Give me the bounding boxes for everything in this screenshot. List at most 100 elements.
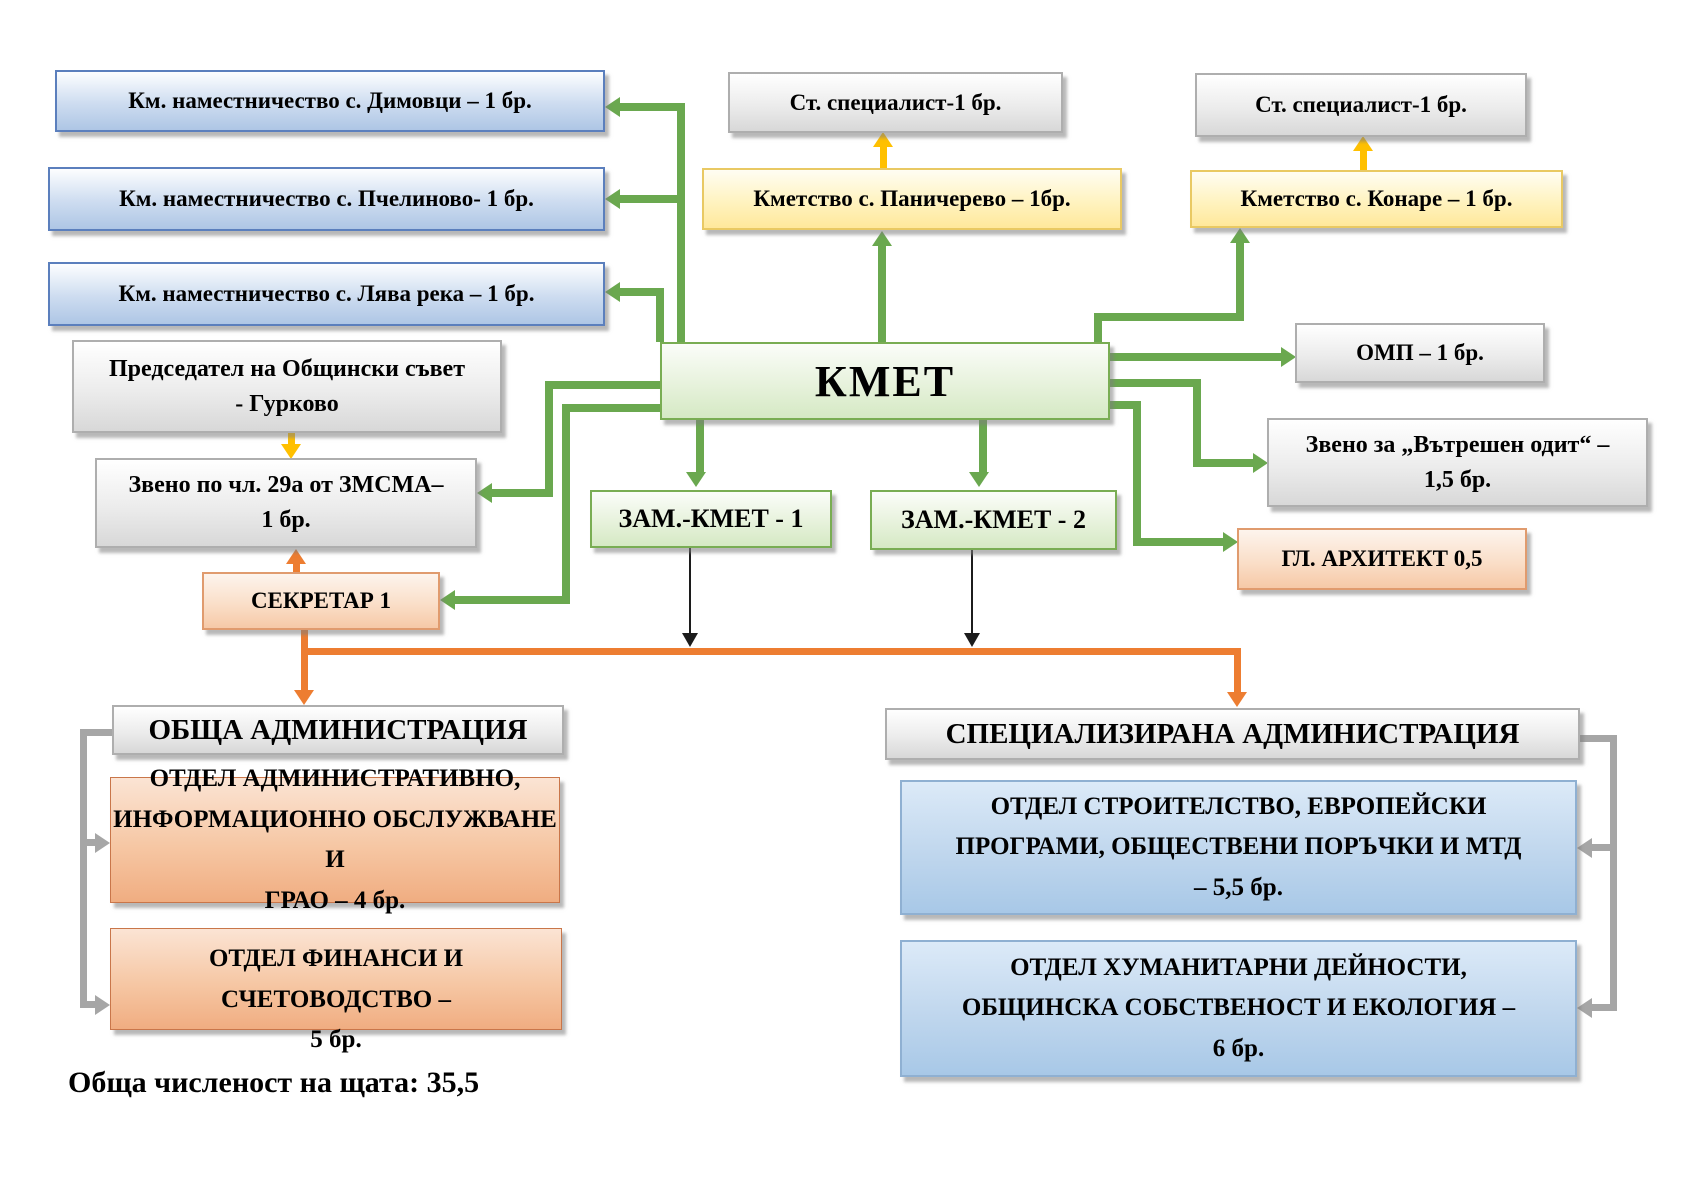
- arrowhead-to-konare: [1230, 228, 1250, 243]
- box-kmetstvo-panicherevo: Кметство с. Паничерево – 1бр.: [702, 168, 1122, 230]
- arrowhead-to-spec-admin: [1227, 692, 1247, 707]
- box-label: Ст. специалист-1 бр.: [789, 89, 1002, 115]
- connector-spec-otdel-stroitelstvo: [1591, 844, 1610, 851]
- arrowhead-predsedatel-zveno29a: [281, 444, 301, 459]
- arrowhead-to-dimovtsi: [605, 97, 620, 117]
- box-label-line: ОТДЕЛ ФИНАНСИ И СЧЕТОВОДСТВО –: [208, 945, 464, 1013]
- box-label-line: ИНФОРМАЦИОННО ОБСЛУЖВАНЕ И: [113, 805, 557, 874]
- box-label-line: ОТДЕЛ ХУМАНИТАРНИ ДЕЙНОСТИ,: [1010, 953, 1467, 981]
- box-st-specialist-konare: Ст. специалист-1 бр.: [1195, 73, 1527, 137]
- connector-kmet-arhitekt: [1133, 538, 1223, 546]
- box-zveno-vatreshen-odit: Звено за „Вътрешен одит“ – 1,5 бр.: [1267, 418, 1648, 507]
- arrowhead-to-odit: [1253, 453, 1268, 473]
- connector-panicherevo-stspecialist: [880, 146, 887, 168]
- arrowhead-to-lyava-reka: [605, 282, 620, 302]
- box-kmet: КМЕТ: [660, 342, 1110, 420]
- connector-kmet-zam2: [979, 420, 987, 473]
- box-label: ЗАМ.-КМЕТ - 2: [901, 505, 1086, 534]
- arrowhead-to-obshta-admin: [294, 690, 314, 705]
- box-otdel-humanitarni: ОТДЕЛ ХУМАНИТАРНИ ДЕЙНОСТИ, ОБЩИНСКА СОБ…: [900, 940, 1577, 1077]
- arrowhead-to-otdel-admin: [95, 833, 110, 853]
- arrowhead-sekretar-zveno29a: [286, 549, 306, 564]
- arrowhead-to-otdel-finansi: [95, 995, 110, 1015]
- connector-trunk-spec-drop: [1234, 648, 1241, 693]
- arrowhead-konare-stspecialist: [1353, 136, 1373, 151]
- box-gl-arhitekt: ГЛ. АРХИТЕКТ 0,5: [1237, 528, 1527, 590]
- box-omp: ОМП – 1 бр.: [1295, 323, 1545, 383]
- connector-admin-trunk: [301, 648, 1241, 655]
- connector-kmet-zveno29a: [491, 489, 553, 497]
- box-label: ГЛ. АРХИТЕКТ 0,5: [1281, 546, 1483, 571]
- connector-kmet-sekretar-drop: [562, 404, 570, 604]
- box-label: Км. наместничество с. Пчелиново- 1 бр.: [119, 186, 534, 211]
- connector-kmet-panicherevo: [878, 245, 886, 342]
- arrowhead-zam1-down: [682, 633, 698, 647]
- box-spetsializirana-administratsia-header: СПЕЦИАЛИЗИРАНА АДМИНИСТРАЦИЯ: [885, 708, 1580, 760]
- connector-obshta-side-stub: [80, 729, 112, 736]
- box-label: ОБЩА АДМИНИСТРАЦИЯ: [148, 713, 528, 746]
- box-zam-kmet-1: ЗАМ.-КМЕТ - 1: [590, 490, 832, 548]
- box-km-namestnichestvo-dimovtsi: Км. наместничество с. Димовци – 1 бр.: [55, 70, 605, 132]
- connector-kmet-odit-stub: [1110, 379, 1201, 387]
- connector-obshta-otdel-finansi: [80, 1001, 96, 1008]
- box-label: ЗАМ.-КМЕТ - 1: [618, 504, 804, 533]
- arrowhead-panicherevo-stspecialist: [873, 132, 893, 147]
- box-km-namestnichestvo-lyava-reka: Км. наместничество с. Лява река – 1 бр.: [48, 262, 605, 326]
- box-label-line: ПРОГРАМИ, ОБЩЕСТВЕНИ ПОРЪЧКИ И МТД: [955, 833, 1522, 861]
- connector-kmet-sekretar: [454, 596, 570, 604]
- connector-sekretar-down: [301, 630, 308, 692]
- box-predsedatel-obshtinski-savet: Председател на Общински съвет - Гурково: [72, 340, 502, 433]
- box-label: Кметство с. Конаре – 1 бр.: [1240, 186, 1513, 211]
- connector-zam2-down: [971, 550, 973, 634]
- connector-kmet-arhitekt-stub: [1110, 401, 1141, 409]
- arrowhead-to-pchelinovo: [605, 189, 620, 209]
- box-otdel-stroitelstvo: ОТДЕЛ СТРОИТЕЛСТВО, ЕВРОПЕЙСКИ ПРОГРАМИ,…: [900, 780, 1577, 915]
- box-label-line: - Гурково: [235, 390, 339, 417]
- box-label-line: ОТДЕЛ АДМИНИСТРАТИВНО,: [149, 765, 521, 792]
- box-label-line: ОБЩИНСКА СОБСТВЕНОСТ И ЕКОЛОГИЯ –: [961, 994, 1516, 1022]
- arrowhead-to-otdel-stroitelstvo: [1577, 838, 1592, 858]
- box-label: Ст. специалист-1 бр.: [1255, 92, 1467, 117]
- box-label-line: 5 бр.: [310, 1026, 362, 1053]
- connector-kmet-north-riser: [677, 103, 685, 342]
- total-staff-note: Обща численост на щата: 35,5: [68, 1066, 480, 1099]
- box-label: Км. наместничество с. Димовци – 1 бр.: [128, 88, 532, 113]
- connector-kmet-omp: [1110, 353, 1281, 361]
- box-kmetstvo-konare: Кметство с. Конаре – 1 бр.: [1190, 170, 1563, 228]
- connector-kmet-dimovtsi: [619, 103, 685, 111]
- box-label-line: ОТДЕЛ СТРОИТЕЛСТВО, ЕВРОПЕЙСКИ: [990, 792, 1487, 820]
- box-label-line: 1 бр.: [261, 507, 311, 533]
- box-label-line: – 5,5 бр.: [1194, 873, 1283, 901]
- connector-kmet-konare-stub: [1094, 313, 1102, 342]
- connector-konare-stspecialist: [1360, 150, 1367, 170]
- box-label-line: ГРАО – 4 бр.: [264, 886, 406, 914]
- box-zam-kmet-2: ЗАМ.-КМЕТ - 2: [870, 490, 1117, 550]
- box-label: СПЕЦИАЛИЗИРАНА АДМИНИСТРАЦИЯ: [945, 717, 1520, 750]
- arrowhead-to-arhitekt: [1223, 532, 1238, 552]
- box-obshta-administratsia-header: ОБЩА АДМИНИСТРАЦИЯ: [112, 705, 564, 755]
- arrowhead-to-zam2: [969, 472, 989, 487]
- connector-zam1-down: [689, 548, 691, 634]
- box-km-namestnichestvo-pchelinovo: Км. наместничество с. Пчелиново- 1 бр.: [48, 167, 605, 231]
- arrowhead-to-otdel-humanitarni: [1577, 998, 1592, 1018]
- arrowhead-to-omp: [1281, 347, 1296, 367]
- connector-kmet-arhitekt-drop: [1133, 401, 1141, 546]
- connector-spec-side-stub: [1580, 735, 1617, 742]
- box-zveno-chl-29a-zmsma: Звено по чл. 29а от ЗМСМА– 1 бр.: [95, 458, 477, 548]
- connector-kmet-sekretar-stub: [562, 404, 660, 412]
- box-otdel-finansi: ОТДЕЛ ФИНАНСИ И СЧЕТОВОДСТВО – 5 бр.: [110, 928, 562, 1053]
- arrowhead-to-zveno29a: [477, 483, 492, 503]
- arrowhead-zam2-down: [964, 633, 980, 647]
- box-label: Км. наместничество с. Лява река – 1 бр.: [118, 281, 535, 306]
- connector-kmet-pchelinovo: [619, 195, 685, 203]
- box-label-line: Звено по чл. 29а от ЗМСМА–: [128, 472, 444, 499]
- box-label-line: Председател на Общински съвет: [109, 355, 465, 382]
- connector-kmet-konare-riser: [1236, 242, 1244, 317]
- box-sekretar: СЕКРЕТАР 1: [202, 572, 440, 630]
- connector-kmet-lyava-riser: [656, 288, 664, 342]
- connector-predsedatel-zveno29a: [288, 433, 295, 445]
- box-label-line: Звено за „Вътрешен одит“ –: [1305, 431, 1610, 458]
- arrowhead-to-zam1: [686, 472, 706, 487]
- arrowhead-to-panicherevo: [872, 231, 892, 246]
